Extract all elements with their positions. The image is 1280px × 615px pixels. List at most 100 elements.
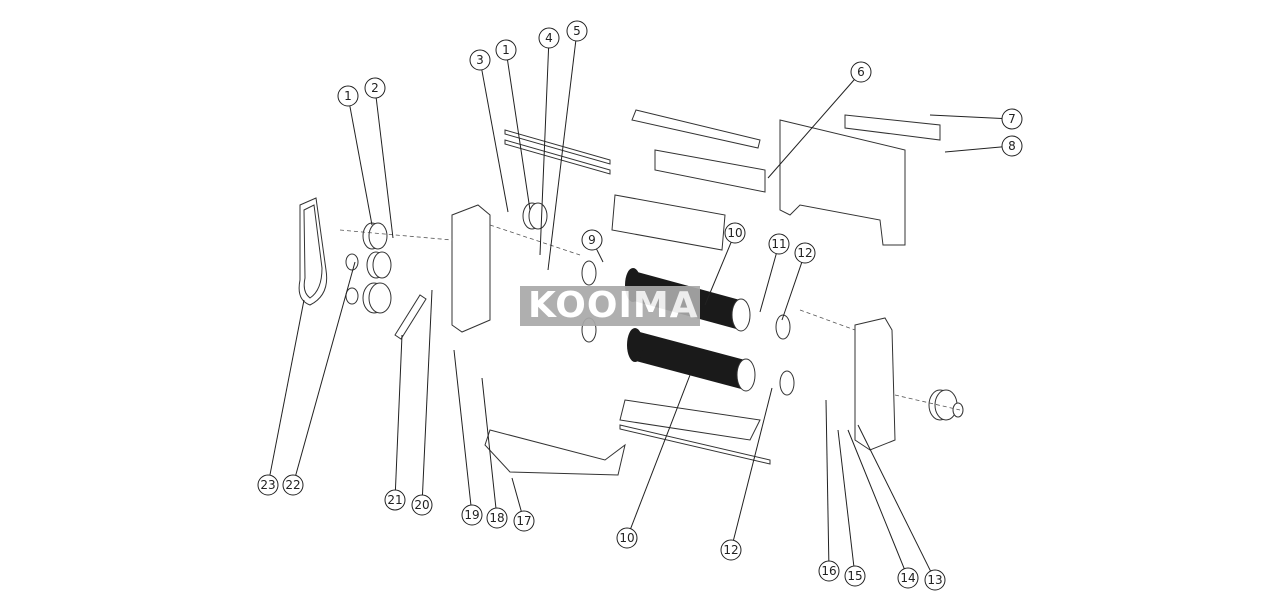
callout-12: 12 <box>720 387 773 561</box>
callout-circle <box>384 489 406 511</box>
spring <box>394 294 427 340</box>
brush-rollers <box>581 260 795 396</box>
callout-23: 23 <box>257 299 305 496</box>
callout-label: 7 <box>1008 112 1016 126</box>
callout-circle <box>1001 135 1023 157</box>
callout-label: 10 <box>619 531 634 545</box>
callout-label: 20 <box>414 498 429 512</box>
callout-label: 2 <box>371 81 379 95</box>
top-cover <box>611 109 766 251</box>
callout-circle <box>486 507 508 529</box>
callout-label: 17 <box>516 514 531 528</box>
callout-label: 13 <box>927 573 942 587</box>
callout-label: 23 <box>260 478 275 492</box>
callout-circle <box>724 222 746 244</box>
drive-belt <box>298 197 328 306</box>
leader-line <box>421 289 433 496</box>
left-pulleys <box>345 202 548 314</box>
callout-label: 18 <box>489 511 504 525</box>
leader-line <box>547 40 577 271</box>
leader-line <box>781 262 803 321</box>
callout-circle <box>495 39 517 61</box>
callout-13: 13 <box>857 424 946 591</box>
callout-circle <box>818 560 840 582</box>
callout-label: 15 <box>847 569 862 583</box>
leader-line <box>929 114 1003 120</box>
callout-17: 17 <box>511 477 535 532</box>
leader-line <box>349 105 373 226</box>
callout-22: 22 <box>282 261 356 496</box>
callout-label: 11 <box>771 237 786 251</box>
right-frame <box>779 114 941 246</box>
leader-line <box>269 299 305 476</box>
leader-line <box>767 79 855 179</box>
callout-circle <box>364 77 386 99</box>
callout-label: 5 <box>573 24 581 38</box>
callout-2: 2 <box>364 77 394 239</box>
callout-3: 3 <box>469 49 509 213</box>
watermark-logo: KOOIMA <box>520 286 700 326</box>
callout-18: 18 <box>481 377 508 529</box>
right-gearbox <box>799 309 964 451</box>
callout-circle <box>513 510 535 532</box>
callout-label: 8 <box>1008 139 1016 153</box>
callout-15: 15 <box>837 429 866 587</box>
leader-line <box>394 334 403 491</box>
callout-circle <box>469 49 491 71</box>
left-gearbox <box>339 204 581 333</box>
callout-20: 20 <box>411 289 433 516</box>
callout-label: 6 <box>857 65 865 79</box>
leader-line <box>825 399 830 562</box>
callout-label: 4 <box>545 31 553 45</box>
callout-circle <box>282 474 304 496</box>
callout-10: 10 <box>704 222 746 306</box>
callout-circle <box>566 20 588 42</box>
leader-line <box>704 242 732 306</box>
callout-circle <box>538 27 560 49</box>
bottom-trays <box>484 399 771 476</box>
top-left-bar <box>504 129 611 175</box>
callout-circle <box>794 242 816 264</box>
leader-line <box>481 69 509 213</box>
callout-8: 8 <box>944 135 1023 157</box>
callout-circle <box>461 504 483 526</box>
callout-circle <box>850 61 872 83</box>
callout-label: 22 <box>285 478 300 492</box>
callout-circle <box>768 233 790 255</box>
callout-9: 9 <box>581 229 604 263</box>
leader-line <box>295 261 356 476</box>
callout-1: 1 <box>495 39 531 211</box>
callout-circle <box>257 474 279 496</box>
callout-14: 14 <box>847 429 919 589</box>
callout-circle <box>924 569 946 591</box>
leader-line <box>481 377 497 509</box>
callout-16: 16 <box>818 399 840 582</box>
callout-11: 11 <box>759 233 790 313</box>
callout-label: 19 <box>464 508 479 522</box>
leader-line <box>506 59 531 211</box>
leader-line <box>453 349 472 506</box>
callout-circle <box>581 229 603 251</box>
callout-label: 10 <box>727 226 742 240</box>
callout-circle <box>844 565 866 587</box>
callout-label: 9 <box>588 233 596 247</box>
callout-circle <box>897 567 919 589</box>
callout-label: 12 <box>723 543 738 557</box>
callout-circle <box>411 494 433 516</box>
leader-line <box>837 429 855 567</box>
callout-7: 7 <box>929 108 1023 130</box>
leader-line <box>732 387 773 541</box>
callout-21: 21 <box>384 334 406 511</box>
leader-line <box>759 253 777 313</box>
callout-1: 1 <box>337 85 373 226</box>
callout-4: 4 <box>538 27 560 256</box>
callout-circle <box>720 539 742 561</box>
callout-19: 19 <box>453 349 483 526</box>
callout-5: 5 <box>547 20 588 271</box>
leader-line <box>857 424 931 572</box>
leader-line <box>630 374 691 529</box>
callout-circle <box>1001 108 1023 130</box>
callout-circle <box>616 527 638 549</box>
callout-label: 1 <box>344 89 352 103</box>
